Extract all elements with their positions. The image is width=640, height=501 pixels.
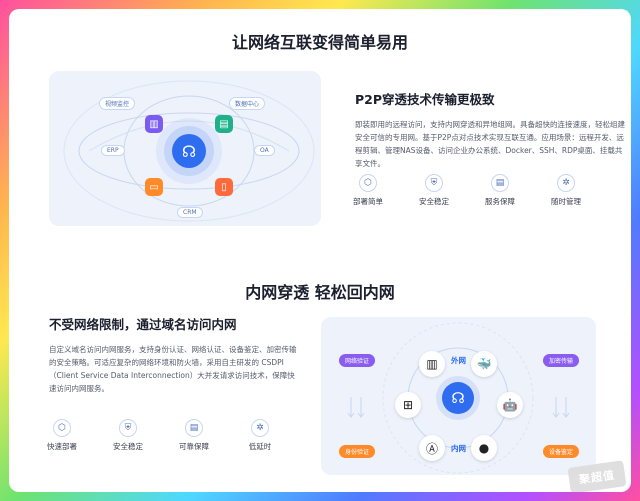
pill-network-auth: 网络验证 <box>339 354 376 367</box>
app-store-icon: Ⓐ <box>419 435 445 461</box>
p2p-diagram: ☊ ▥ ▤ ▭ ▯ 视频监控 数据中心 ERP OA CRM <box>49 71 321 226</box>
cube-icon: ⬡ <box>359 174 377 192</box>
android-icon: 🤖 <box>497 392 523 418</box>
apple-icon: ● <box>471 435 497 461</box>
docker-icon: 🐳 <box>471 351 497 377</box>
page-content: 让网络互联变得简单易用 ☊ ▥ ▤ ▭ ▯ 视频监控 数据中心 ERP OA C… <box>9 9 631 492</box>
section1-heading: 让网络互联变得简单易用 <box>231 33 408 52</box>
tag-oa: OA <box>254 145 275 156</box>
section2-features: ⬡ 快速部署 ⛨ 安全稳定 ▤ 可靠保障 ✲ 低延时 <box>29 419 293 452</box>
server-icon: ▥ <box>419 351 445 377</box>
feature-label: 安全稳定 <box>419 197 449 206</box>
tag-crm: CRM <box>177 207 203 218</box>
network-hub-icon: ☊ <box>442 382 474 414</box>
network-hub-icon: ☊ <box>172 134 206 168</box>
tag-erp: ERP <box>101 145 125 156</box>
section2-heading: 内网穿透 轻松回内网 <box>245 283 395 302</box>
section1-title: P2P穿透技术传输更极致 <box>355 92 495 107</box>
tag-data-center: 数据中心 <box>229 97 266 110</box>
feature-label: 服务保障 <box>485 197 515 206</box>
phone-icon: ▯ <box>215 178 233 196</box>
section2-title: 不受网络限制，通过域名访问内网 <box>49 317 237 332</box>
feature-manage: ✲ 随时管理 <box>533 174 599 207</box>
feature-secure: ⛨ 安全稳定 <box>95 419 161 452</box>
database-icon: ▤ <box>215 115 233 133</box>
cube-icon: ⬡ <box>53 419 71 437</box>
settings-icon: ✲ <box>251 419 269 437</box>
section2-body: 自定义域名访问内网服务，支持身份认证、网络认证、设备鉴定、加密传输的安全策略。可… <box>49 345 297 393</box>
label-extranet: 外网 <box>451 356 466 365</box>
server-icon: ▥ <box>145 115 163 133</box>
feature-service: ▤ 服务保障 <box>467 174 533 207</box>
feature-reliable: ▤ 可靠保障 <box>161 419 227 452</box>
section1-text: P2P穿透技术传输更极致 即装即用的远程访问，支持内网穿透和异地组网。具备超快的… <box>355 89 625 170</box>
section2-text: 不受网络限制，通过域名访问内网 自定义域名访问内网服务，支持身份认证、网络认证、… <box>49 314 299 395</box>
shield-icon: ⛨ <box>425 174 443 192</box>
feature-label: 安全稳定 <box>113 442 143 451</box>
document-icon: ▤ <box>185 419 203 437</box>
feature-label: 低延时 <box>248 442 272 451</box>
document-icon: ▤ <box>491 174 509 192</box>
feature-label: 可靠保障 <box>179 442 209 451</box>
section1-body: 即装即用的远程访问，支持内网穿透和异地组网。具备超快的连接速度，轻松组建安全可信… <box>355 120 625 168</box>
windows-icon: ⊞ <box>395 392 421 418</box>
feature-easy-deploy: ⬡ 部署简单 <box>335 174 401 207</box>
pill-encrypted: 加密传输 <box>543 354 580 367</box>
shield-icon: ⛨ <box>119 419 137 437</box>
feature-label: 快速部署 <box>47 442 77 451</box>
label-intranet: 内网 <box>451 444 466 453</box>
feature-fast-deploy: ⬡ 快速部署 <box>29 419 95 452</box>
feature-low-latency: ✲ 低延时 <box>227 419 293 452</box>
feature-secure: ⛨ 安全稳定 <box>401 174 467 207</box>
pill-identity-auth: 身份验证 <box>339 445 376 458</box>
settings-icon: ✲ <box>557 174 575 192</box>
tag-video-monitoring: 视频监控 <box>99 97 136 110</box>
monitor-icon: ▭ <box>145 178 163 196</box>
intranet-diagram: ☊ ▥ 🐳 ⊞ 🤖 Ⓐ ● 外网 内网 网络验证 加密传输 身份验证 设备鉴定 <box>321 317 596 475</box>
section1-features: ⬡ 部署简单 ⛨ 安全稳定 ▤ 服务保障 ✲ 随时管理 <box>335 174 599 207</box>
feature-label: 部署简单 <box>353 197 383 206</box>
pill-device-auth: 设备鉴定 <box>543 445 580 458</box>
feature-label: 随时管理 <box>551 197 581 206</box>
